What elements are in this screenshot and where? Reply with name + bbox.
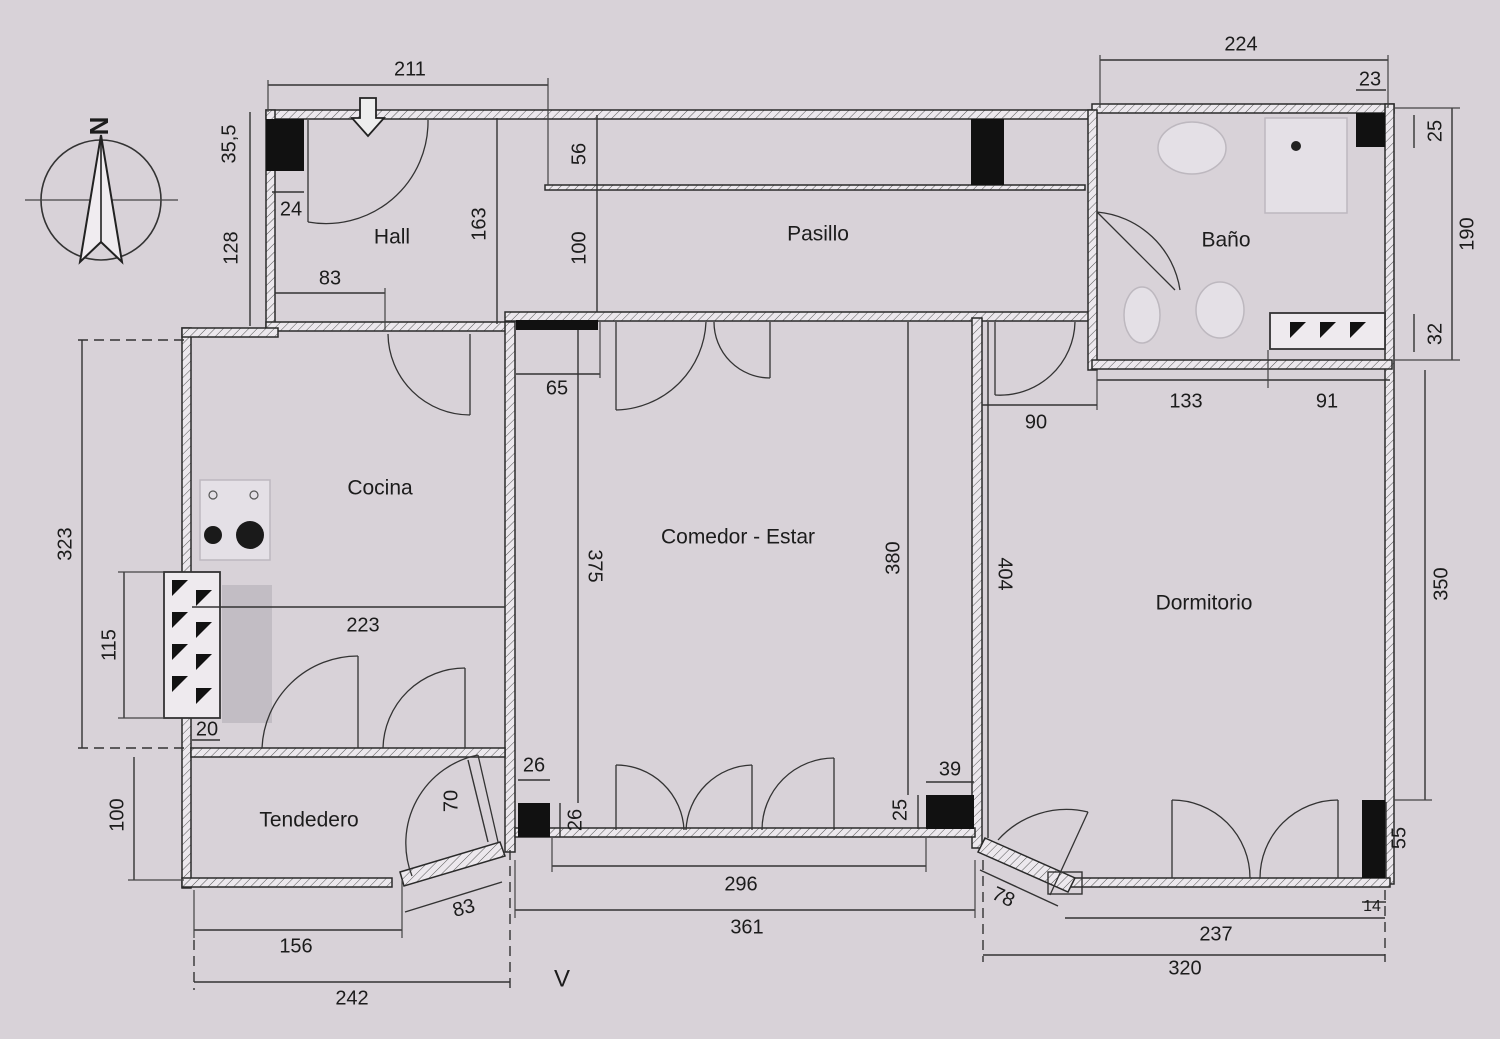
column-comedor-left [518,803,550,837]
bathroom-fixtures [1123,117,1348,344]
dim-label: 90 [1025,411,1047,433]
kitchen-fixtures [199,479,272,723]
dim-label: 56 [568,143,590,165]
dim-label: 83 [450,895,477,922]
wall-tendedero-slanted [399,841,506,887]
burner-small-icon [204,526,222,544]
dim-label: 100 [568,231,590,264]
wall-cocina-top [181,327,279,338]
dimension-labels: 211 224 23 25 190 32 35,5 24 128 56 163 … [54,33,1478,1009]
stove-icon [199,479,271,561]
ventilation-bano [1269,312,1386,350]
dim-label: 25 [889,799,911,821]
dim-label: 190 [1456,217,1478,250]
north-compass: N [25,117,178,265]
columns [266,113,1385,878]
dim-label: 32 [1424,323,1446,345]
dim-label: 296 [724,873,757,895]
compass-north-label: N [84,117,114,136]
room-label-dormitorio: Dormitorio [1156,592,1253,615]
dim-label: 20 [196,718,218,740]
dim-label: 323 [54,527,76,560]
mark-v: V [554,965,570,992]
wall-top-hall-pasillo [265,109,1097,120]
wall-cocina-comedor [504,321,516,853]
wall-hall-bottom [265,321,507,332]
wall-top-bano [1091,103,1395,114]
dim-label: 14 [1363,898,1381,915]
wall-pasillo-bottom [504,311,1096,322]
dim-label: 133 [1169,390,1202,412]
dimension-lines [78,55,1460,990]
room-label-tendedero: Tendedero [259,809,358,832]
column-bano [1356,113,1385,147]
dim-label: 361 [730,916,763,938]
dim-label: 39 [939,758,961,780]
dim-label: 55 [1388,827,1410,849]
room-label-cocina: Cocina [347,477,413,500]
dim-label: 163 [468,207,490,240]
dim-label: 242 [335,987,368,1009]
dim-label: 91 [1316,390,1338,412]
burner-large-icon [236,521,264,549]
dim-label: 223 [346,614,379,636]
dim-label: 78 [989,883,1018,912]
dim-label: 26 [564,809,586,831]
dim-label: 83 [319,267,341,289]
column-hall [266,119,304,171]
dim-label: 350 [1430,567,1452,600]
room-label-bano: Baño [1201,229,1250,252]
wall-comedor-dormitorio [971,317,983,849]
dim-label: 115 [98,629,120,661]
dim-label: 26 [523,754,545,776]
dim-label: 237 [1199,923,1232,945]
ventilation-cocina [163,571,221,719]
wall-cocina-tendedero [190,747,506,758]
column-dormitorio [1362,800,1385,878]
dim-label: 224 [1224,33,1257,55]
toilet-icon [1123,286,1161,344]
dim-label: 156 [279,935,312,957]
bidet-icon [1195,281,1245,339]
dim-label: 320 [1168,957,1201,979]
wall-dormitorio-bottom [1069,877,1391,888]
dim-label: 375 [584,549,606,582]
entrance-arrow-icon [349,97,387,138]
column-comedor-top [516,320,598,330]
sink-icon [1157,121,1227,175]
dim-label: 100 [106,798,128,831]
column-comedor-right [926,795,974,829]
dim-label: 128 [220,231,242,264]
knob-icon [208,490,218,500]
column-pasillo [971,119,1004,185]
fridge-icon [222,585,272,723]
dim-label: 211 [394,58,426,80]
dim-label: 380 [882,541,904,574]
knob-icon [249,490,259,500]
doors [261,119,1339,896]
dim-label: 25 [1424,120,1446,142]
dim-label: 23 [1359,68,1381,90]
wall-bano-bottom [1091,359,1393,370]
wall-right [1384,103,1395,885]
wall-pasillo-shaft [544,184,1086,191]
drain-icon [1291,141,1301,151]
wall-comedor-bottom [514,827,976,838]
room-label-comedor: Comedor - Estar [661,526,815,549]
room-label-pasillo: Pasillo [787,223,849,246]
dim-label: 65 [546,377,568,399]
wall-pasillo-bano [1087,109,1098,371]
dim-label: 24 [280,198,302,220]
dim-label: 404 [994,557,1016,590]
room-labels: Hall Pasillo Baño Cocina Comedor - Estar… [259,223,1252,832]
shower-icon [1264,117,1348,214]
room-label-hall: Hall [374,226,410,249]
wall-dormitorio-slanted [976,837,1077,893]
wall-tendedero-bottom [181,877,393,888]
dim-label: 70 [440,790,462,812]
dim-label: 35,5 [218,125,240,164]
